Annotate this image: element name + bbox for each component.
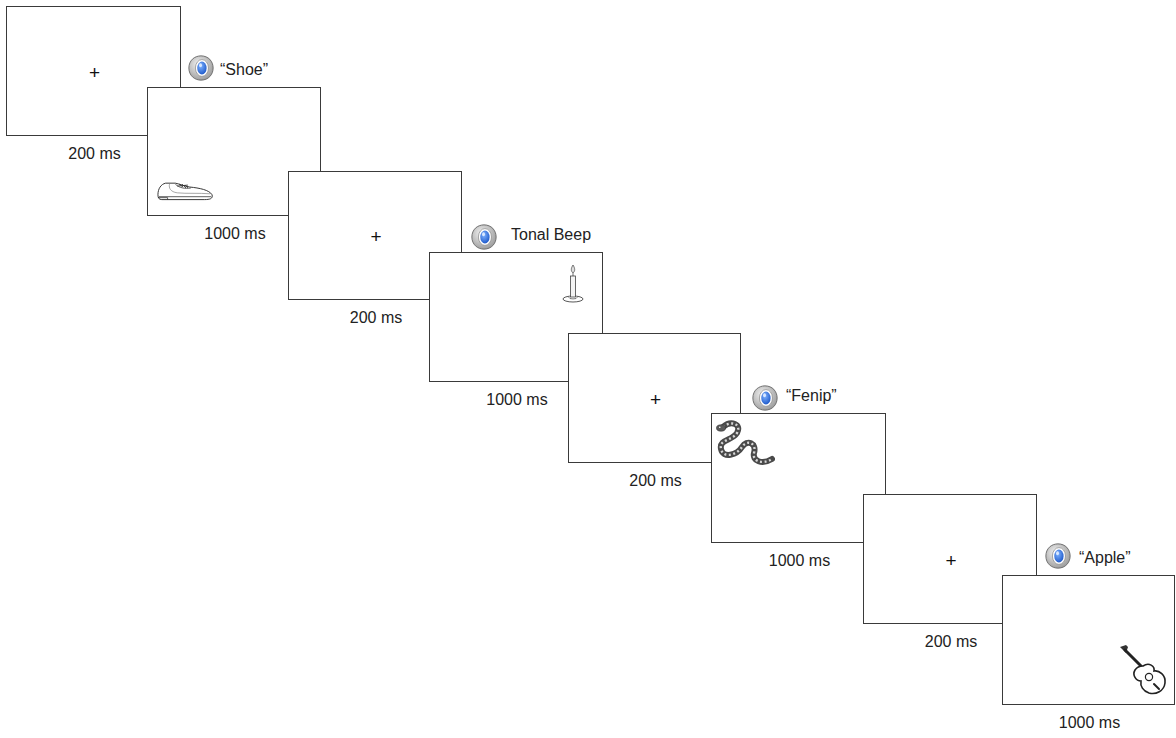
audio-label: “Apple” [1079, 549, 1131, 566]
audio-label: Tonal Beep [511, 226, 591, 243]
duration-label: 200 ms [925, 633, 977, 650]
text-holder: + [945, 551, 956, 571]
text-holder: 1000 ms [486, 391, 547, 409]
fixation-cross: + [89, 62, 100, 83]
text-holder: “Fenip” [786, 387, 837, 405]
shoe-picture [156, 174, 214, 202]
fixation-cross: + [370, 226, 381, 247]
candle-picture [563, 265, 583, 302]
guitar-picture [1117, 644, 1169, 696]
text-holder: + [89, 63, 100, 83]
duration-label: 200 ms [68, 145, 120, 162]
audio-label: “Shoe” [220, 61, 268, 78]
text-holder: 200 ms [350, 309, 402, 327]
text-holder: + [650, 390, 661, 410]
duration-label: 1000 ms [1059, 714, 1120, 731]
stimulus-screen: “Fenip”1000 ms [711, 413, 886, 543]
duration-label: 1000 ms [204, 225, 265, 242]
duration-label: 1000 ms [769, 552, 830, 569]
duration-label: 200 ms [350, 309, 402, 326]
text-holder: “Shoe” [220, 61, 268, 79]
guitar-picture [1120, 645, 1165, 694]
text-holder: “Apple” [1079, 549, 1131, 567]
text-holder: 200 ms [629, 472, 681, 490]
speaker-icon [1046, 544, 1070, 568]
text-holder: 1000 ms [1059, 714, 1120, 732]
text-holder: 1000 ms [204, 225, 265, 243]
shoe-picture [158, 183, 212, 199]
text-holder: Tonal Beep [511, 226, 591, 244]
speaker-icon [753, 386, 777, 410]
fixation-cross: + [650, 389, 661, 410]
text-holder: + [370, 227, 381, 247]
snake-picture [715, 418, 775, 468]
speaker-icon [472, 225, 496, 249]
duration-label: 1000 ms [486, 391, 547, 408]
snake-picture [717, 423, 773, 461]
speaker-icon [189, 56, 213, 80]
candle-picture [562, 263, 584, 303]
duration-label: 200 ms [629, 472, 681, 489]
text-holder: 200 ms [68, 145, 120, 163]
text-holder: 200 ms [925, 633, 977, 651]
text-holder: 1000 ms [769, 552, 830, 570]
stimulus-screen: “Apple”1000 ms [1002, 575, 1175, 705]
audio-label: “Fenip” [786, 387, 837, 404]
fixation-cross: + [945, 550, 956, 571]
